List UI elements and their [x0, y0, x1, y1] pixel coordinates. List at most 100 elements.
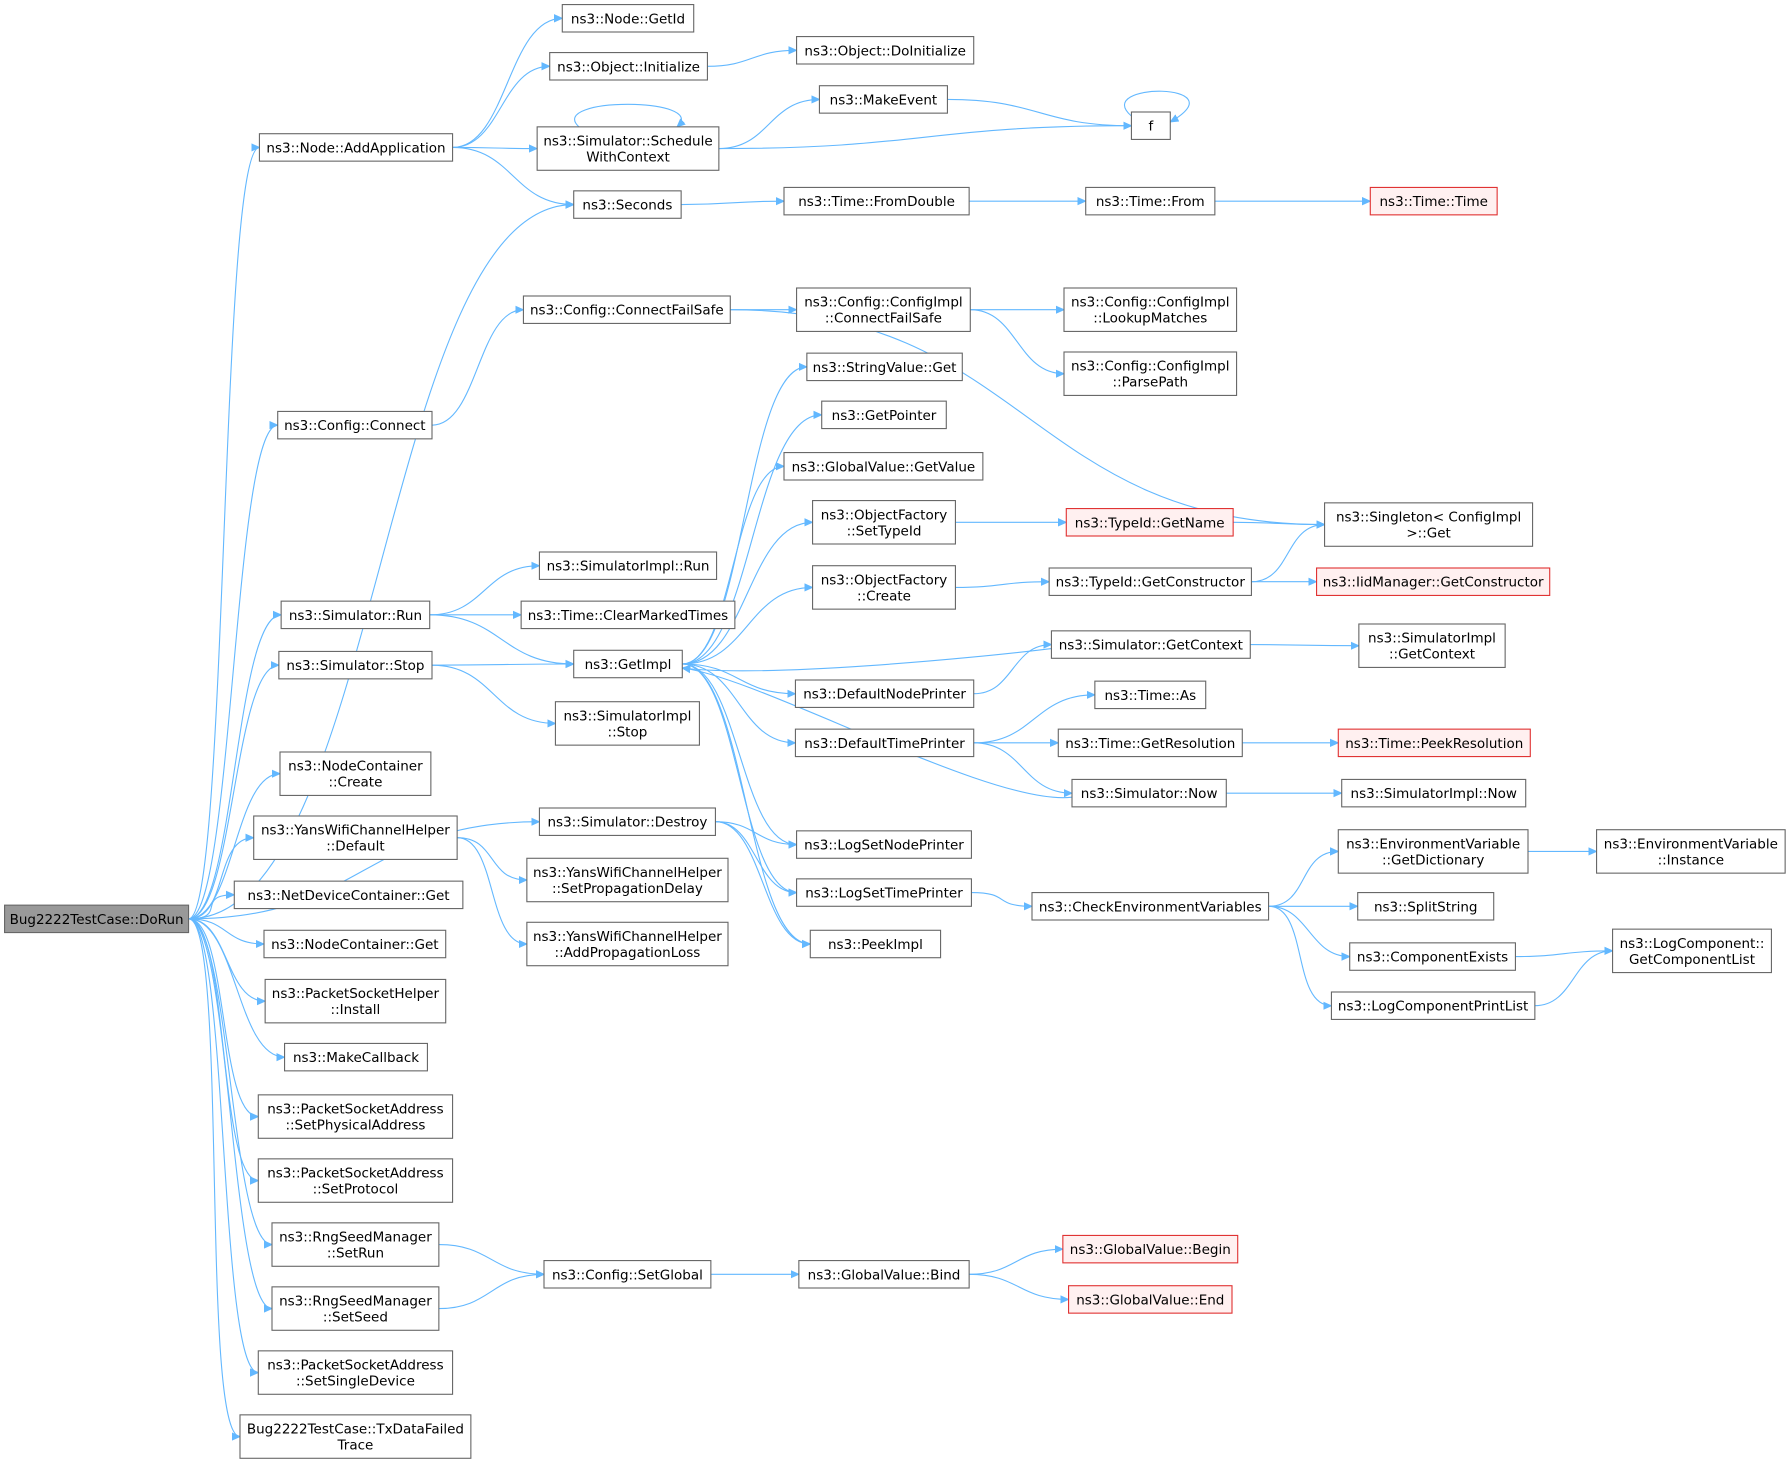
node-f[interactable]: f: [1130, 111, 1171, 140]
node-psaphys[interactable]: ns3::PacketSocketAddress::SetPhysicalAdd…: [257, 1094, 454, 1139]
node-label: ns3::PacketSocketAddress: [267, 1102, 443, 1118]
node-addproploss[interactable]: ns3::YansWifiChannelHelper::AddPropagati…: [526, 921, 729, 967]
node-ofcreate[interactable]: ns3::ObjectFactory::Create: [812, 565, 956, 610]
node-psaproto[interactable]: ns3::PacketSocketAddress::SetProtocol: [257, 1158, 454, 1203]
node-addapp[interactable]: ns3::Node::AddApplication: [258, 133, 454, 162]
node-setpropdelay[interactable]: ns3::YansWifiChannelHelper::SetPropagati…: [526, 857, 729, 903]
node-getimpl[interactable]: ns3::GetImpl: [573, 649, 683, 679]
node-label: ns3::Config::ConfigImpl: [804, 295, 962, 311]
node-label: ns3::DefaultTimePrinter: [804, 736, 965, 752]
node-label: ns3::Time::From: [1096, 194, 1205, 210]
node-simstop[interactable]: ns3::Simulator::Stop: [278, 650, 433, 680]
node-getpointer[interactable]: ns3::GetPointer: [821, 400, 947, 430]
node-peekres[interactable]: ns3::Time::PeekResolution: [1337, 728, 1531, 758]
node-tidgetctor[interactable]: ns3::TypeId::GetConstructor: [1048, 567, 1252, 596]
node-setglobal[interactable]: ns3::Config::SetGlobal: [543, 1260, 712, 1289]
node-envgetdict[interactable]: ns3::EnvironmentVariable::GetDictionary: [1337, 829, 1529, 874]
node-implnow[interactable]: ns3::SimulatorImpl::Now: [1341, 778, 1527, 808]
node-box: [554, 701, 700, 746]
node-logcomplist[interactable]: ns3::LogComponent::GetComponentList: [1612, 928, 1772, 974]
node-gvbind[interactable]: ns3::GlobalValue::Bind: [798, 1260, 970, 1289]
node-label: ::GetContext: [1389, 647, 1475, 663]
node-connectfs[interactable]: ns3::Config::ConnectFailSafe: [522, 295, 731, 324]
node-connect[interactable]: ns3::Config::Connect: [277, 410, 433, 440]
node-box: [233, 880, 464, 910]
node-label: ns3::TypeId::GetName: [1075, 515, 1225, 531]
node-ndcget[interactable]: ns3::NetDeviceContainer::Get: [233, 880, 464, 910]
node-simnow[interactable]: ns3::Simulator::Now: [1071, 778, 1227, 808]
node-implgetctx[interactable]: ns3::SimulatorImpl::GetContext: [1358, 623, 1506, 668]
node-box: [536, 126, 720, 171]
node-makecallback[interactable]: ns3::MakeCallback: [284, 1042, 428, 1072]
node-implstop[interactable]: ns3::SimulatorImpl::Stop: [554, 701, 700, 746]
node-label: ::SetTypeId: [847, 523, 922, 539]
edge-addapp-to-nodegetid: [452, 18, 563, 148]
node-seconds[interactable]: ns3::Seconds: [573, 190, 682, 219]
node-label: f: [1148, 119, 1154, 135]
node-box: [549, 52, 708, 81]
node-rngrun[interactable]: ns3::RngSeedManager::SetRun: [271, 1222, 440, 1267]
node-dorun[interactable]: Bug2222TestCase::DoRun: [4, 904, 190, 934]
node-logsetnode[interactable]: ns3::LogSetNodePrinter: [796, 830, 972, 859]
node-box: [239, 1414, 472, 1459]
node-lookup[interactable]: ns3::Config::ConfigImpl::LookupMatches: [1063, 287, 1238, 332]
node-box: [1341, 778, 1527, 808]
node-label: ::Instance: [1658, 852, 1725, 868]
node-yansdefault[interactable]: ns3::YansWifiChannelHelper::Default: [253, 815, 458, 860]
node-compexists[interactable]: ns3::ComponentExists: [1349, 942, 1516, 971]
node-rngseed[interactable]: ns3::RngSeedManager::SetSeed: [271, 1286, 440, 1331]
node-timetime[interactable]: ns3::Time::Time: [1369, 186, 1498, 216]
node-deftimeprinter[interactable]: ns3::DefaultTimePrinter: [794, 728, 975, 758]
node-pshinstall[interactable]: ns3::PacketSocketHelper::Install: [264, 978, 447, 1024]
node-strget[interactable]: ns3::StringValue::Get: [806, 352, 963, 382]
node-peekimpl[interactable]: ns3::PeekImpl: [809, 929, 942, 959]
node-singleton[interactable]: ns3::Singleton< ConfigImpl >::Get: [1324, 502, 1534, 547]
node-parsepath[interactable]: ns3::Config::ConfigImpl::ParsePath: [1063, 351, 1238, 396]
node-label: ::Create: [328, 775, 382, 791]
node-label: ns3::SimulatorImpl::Now: [1351, 786, 1517, 802]
node-label: ns3::PeekImpl: [828, 937, 923, 953]
node-ncget[interactable]: ns3::NodeContainer::Get: [263, 929, 447, 959]
node-clearmarked[interactable]: ns3::Time::ClearMarkedTimes: [520, 600, 736, 630]
node-implrun[interactable]: ns3::SimulatorImpl::Run: [538, 551, 718, 580]
node-makeevent[interactable]: ns3::MakeEvent: [818, 85, 948, 114]
node-nccreate[interactable]: ns3::NodeContainer::Create: [279, 751, 432, 796]
node-label: ::Install: [331, 1002, 381, 1018]
node-objinit[interactable]: ns3::Object::Initialize: [549, 52, 708, 81]
node-box: [794, 728, 975, 758]
node-timeas[interactable]: ns3::Time::As: [1094, 680, 1207, 710]
node-simrun[interactable]: ns3::Simulator::Run: [280, 600, 431, 630]
node-timegetres[interactable]: ns3::Time::GetResolution: [1057, 728, 1243, 758]
node-logsettime[interactable]: ns3::LogSetTimePrinter: [796, 878, 972, 907]
node-nodegetid[interactable]: ns3::Node::GetId: [561, 4, 695, 33]
node-gvbegin[interactable]: ns3::GlobalValue::Begin: [1062, 1234, 1239, 1264]
node-checkenv[interactable]: ns3::CheckEnvironmentVariables: [1031, 892, 1270, 921]
node-fromdouble[interactable]: ns3::Time::FromDouble: [783, 186, 970, 216]
node-implconnectfs[interactable]: ns3::Config::ConfigImpl::ConnectFailSafe: [796, 287, 971, 332]
node-destroy[interactable]: ns3::Simulator::Destroy: [538, 807, 716, 836]
node-timefrom[interactable]: ns3::Time::From: [1085, 186, 1216, 216]
edge-addapp-to-schedctx: [452, 147, 538, 148]
node-label: ns3::SimulatorImpl::Run: [547, 559, 710, 575]
node-label: ns3::Config::ConfigImpl: [1071, 295, 1229, 311]
node-gvgetvalue[interactable]: ns3::GlobalValue::GetValue: [783, 452, 984, 481]
node-box: [271, 1222, 440, 1267]
node-label: ns3::Seconds: [582, 198, 672, 214]
node-box: [806, 352, 963, 382]
node-psasingle[interactable]: ns3::PacketSocketAddress::SetSingleDevic…: [257, 1350, 454, 1395]
node-gvend[interactable]: ns3::GlobalValue::End: [1068, 1285, 1233, 1314]
node-iidctor[interactable]: ns3::IidManager::GetConstructor: [1316, 567, 1551, 596]
node-splitstring[interactable]: ns3::SplitString: [1357, 892, 1495, 921]
node-logcompprint[interactable]: ns3::LogComponentPrintList: [1330, 991, 1536, 1020]
node-simgetctx[interactable]: ns3::Simulator::GetContext: [1050, 630, 1251, 659]
node-ofsettype[interactable]: ns3::ObjectFactory::SetTypeId: [812, 500, 956, 545]
node-defnodeprinter[interactable]: ns3::DefaultNodePrinter: [794, 679, 975, 708]
node-tidgetname[interactable]: ns3::TypeId::GetName: [1065, 508, 1234, 537]
node-envinstance[interactable]: ns3::EnvironmentVariable::Instance: [1596, 829, 1786, 874]
node-label: ::SetSeed: [323, 1310, 388, 1326]
edge-simrun-to-getimpl: [429, 614, 574, 664]
node-doinit[interactable]: ns3::Object::DoInitialize: [796, 36, 975, 65]
node-box: [278, 650, 433, 680]
